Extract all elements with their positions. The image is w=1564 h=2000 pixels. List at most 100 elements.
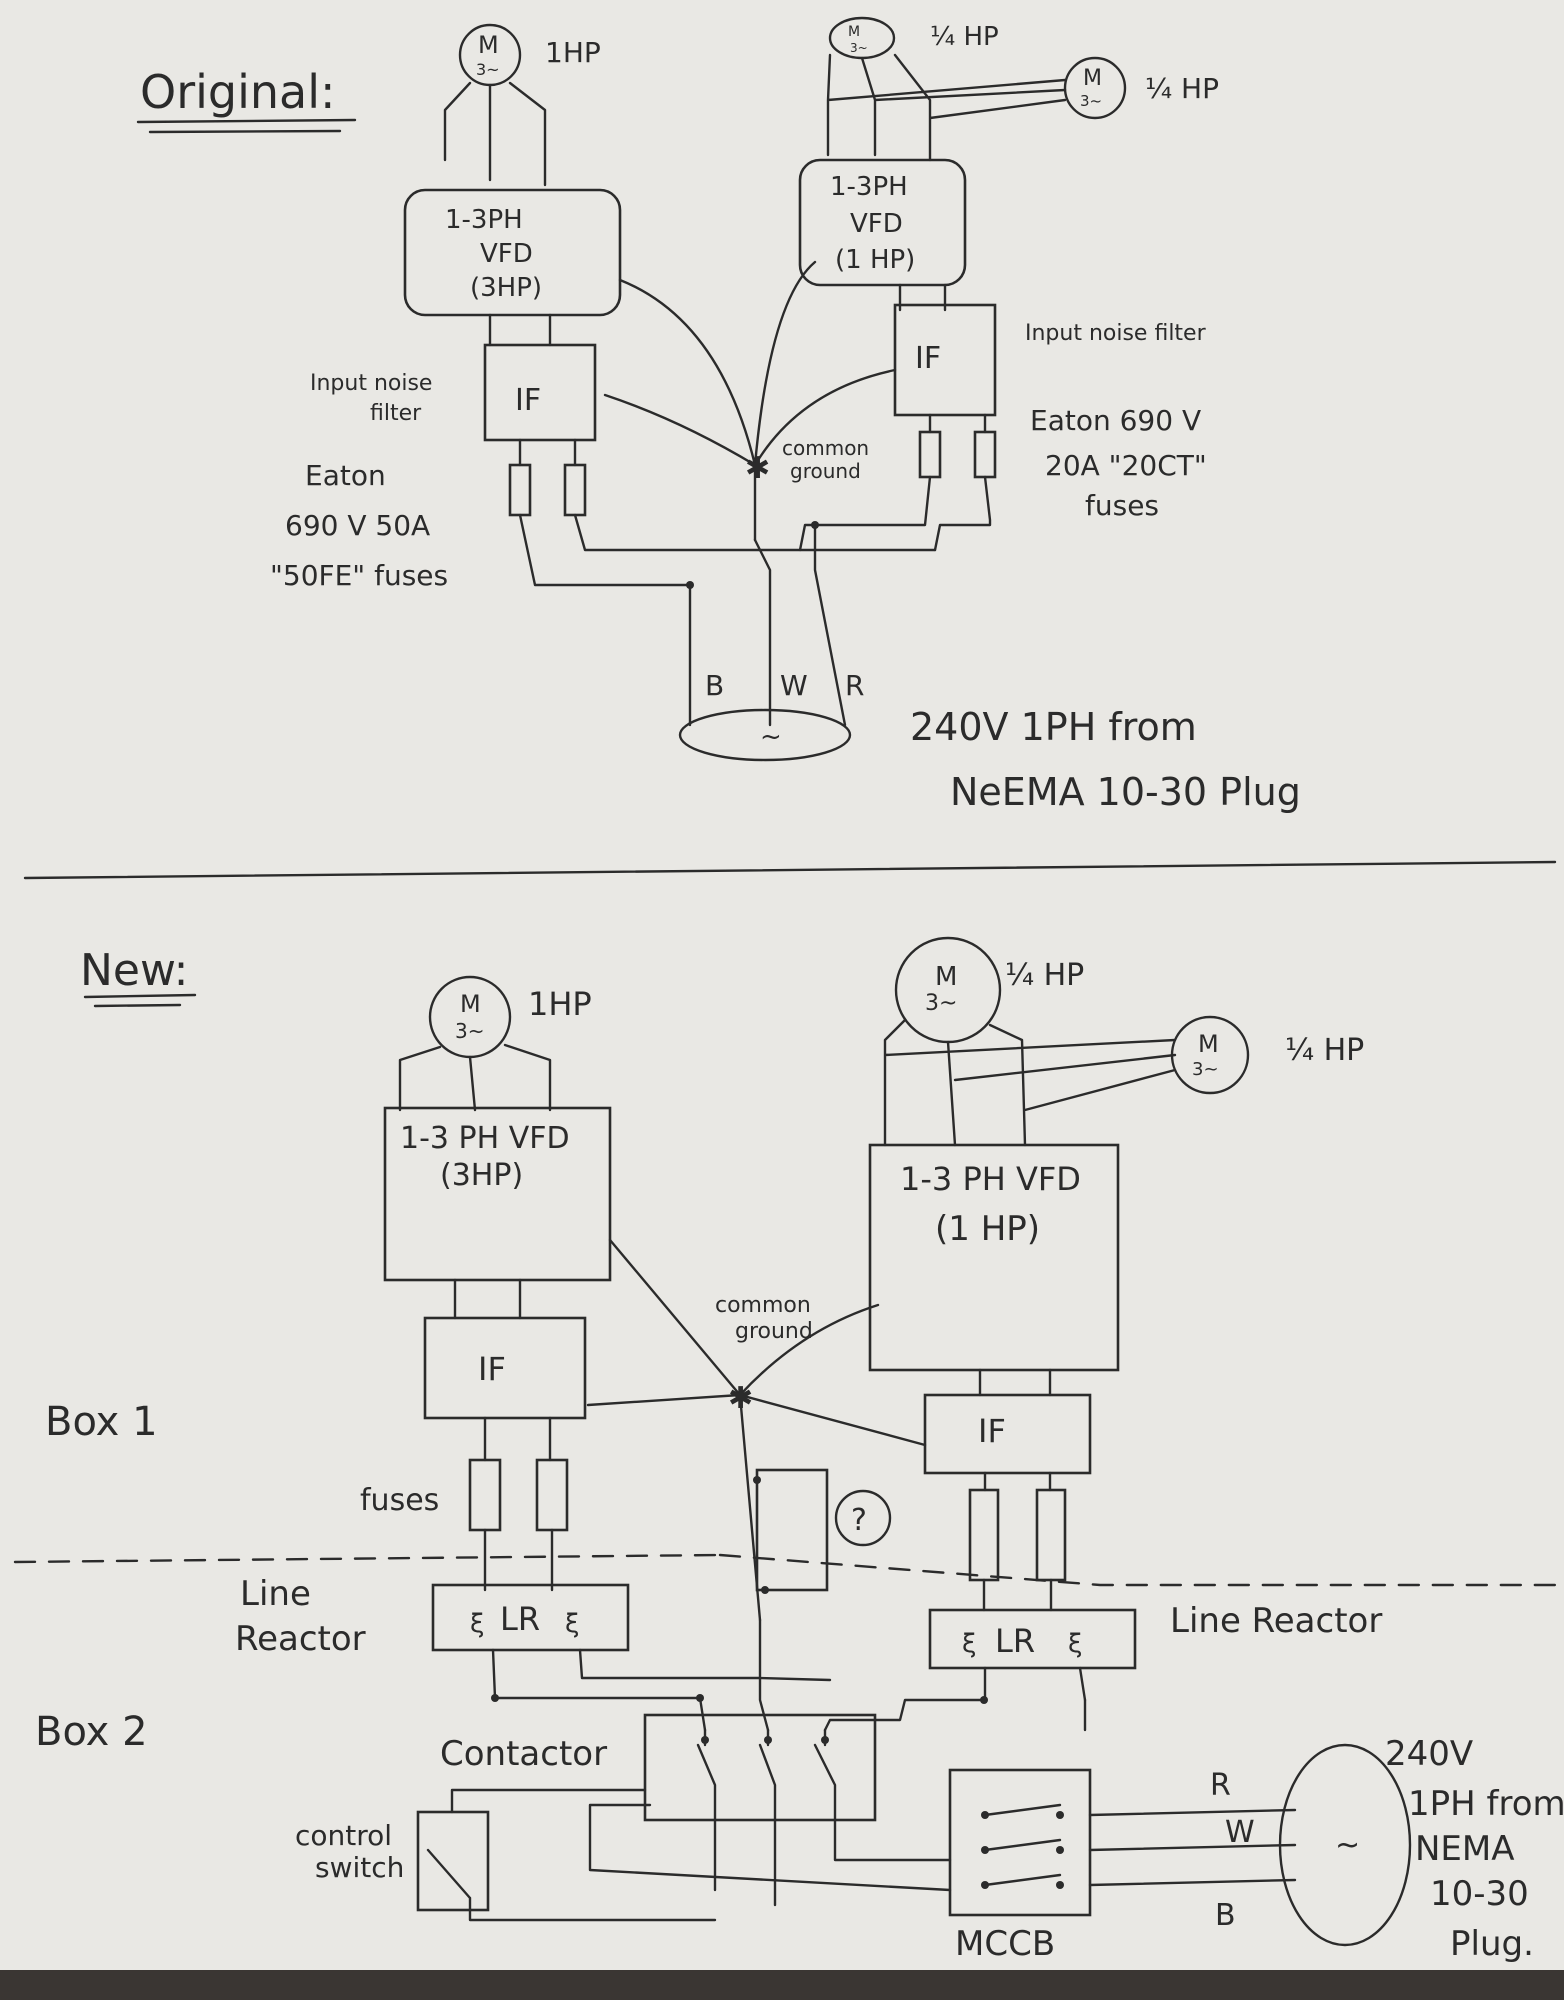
new-line-reactor-right-label: Line Reactor	[1170, 1601, 1382, 1641]
new-mccb-dot-2	[981, 1846, 989, 1854]
new-mccb-dot-1	[981, 1811, 989, 1819]
original-filter-right-label: IF	[915, 341, 941, 376]
new-motor-1hp-label: 1HP	[528, 985, 592, 1023]
new-quarter-motor-leads	[883, 1018, 1177, 1147]
original-vfd-1hp-line2: VFD	[850, 209, 903, 239]
original-left-feed-wires	[518, 513, 937, 587]
original-vfd-3hp-line3: (3HP)	[470, 273, 542, 303]
original-heading: Original:	[140, 65, 336, 119]
new-filter-right-output-leads	[983, 1471, 1052, 1492]
new-control-switch-label-1: control	[295, 1819, 392, 1852]
new-line-reactor-right-out	[983, 1666, 1087, 1732]
svg-text:3~: 3~	[850, 41, 868, 55]
new-bus-junction-2	[696, 1694, 704, 1702]
new-fuse-left-1	[468, 1458, 502, 1532]
original-heading-underline-2	[148, 129, 342, 134]
new-heading-underline-2	[93, 1003, 182, 1008]
svg-text:3~: 3~	[476, 60, 500, 79]
new-line-reactor-right	[928, 1608, 1137, 1670]
new-vfd-1hp-line1: 1-3 PH VFD	[900, 1160, 1081, 1198]
new-control-switch	[416, 1810, 490, 1912]
new-filter-right-label: IF	[978, 1412, 1006, 1450]
original-filter-left-note-1: Input noise	[310, 371, 432, 396]
original-fuse-note-left-3: "50FE" fuses	[270, 559, 448, 592]
new-control-switch-wires	[426, 1788, 952, 1922]
new-vfd-3hp-input-leads	[453, 1278, 522, 1320]
new-filter-left	[423, 1316, 587, 1420]
new-contactor	[643, 1713, 877, 1822]
new-supply-note-5: Plug.	[1450, 1924, 1534, 1964]
original-fuse-left-2	[563, 463, 587, 517]
new-mccb	[948, 1768, 1092, 1917]
original-fuse-note-right-1: Eaton 690 V	[1030, 404, 1201, 437]
new-fuse-left-2	[535, 1458, 569, 1532]
original-vfd-3hp-line1: 1-3PH	[445, 205, 523, 235]
new-filter-left-output-leads	[483, 1416, 552, 1462]
original-common-ground-label-1: common	[782, 436, 869, 460]
new-common-ground-label-2: ground	[735, 1319, 813, 1344]
box2-label: Box 2	[35, 1709, 148, 1755]
original-supply-plug	[678, 708, 852, 762]
original-vfd-1hp-line1: 1-3PH	[830, 172, 908, 202]
new-line-reactor-left-coil-2: ξ	[565, 1609, 580, 1639]
new-supply-note-3: NEMA	[1415, 1829, 1515, 1869]
new-unknown-junction-1	[753, 1476, 761, 1484]
new-line-reactor-left-coil-1: ξ	[470, 1609, 485, 1639]
original-motor-1hp: M 3~	[458, 23, 522, 87]
new-fuses-label: fuses	[360, 1483, 439, 1518]
new-unknown-component	[755, 1468, 829, 1592]
original-fuse-note-left-1: Eaton	[305, 459, 386, 492]
svg-text:M: M	[478, 31, 499, 59]
original-fuse-right-leads	[928, 413, 987, 434]
new-filter-right	[923, 1393, 1092, 1475]
new-fuse-right-out-leads	[982, 1578, 1053, 1612]
original-fuse-note-right-3: fuses	[1085, 489, 1159, 522]
original-wire-r: R	[845, 669, 864, 702]
new-contactor-contact-3	[821, 1736, 829, 1744]
new-heading-underline	[83, 993, 197, 999]
new-motor-quarter-a: M 3~	[894, 936, 1002, 1044]
svg-text:M: M	[1198, 1030, 1219, 1058]
original-common-ground-label-2: ground	[790, 459, 861, 483]
new-fuse-left-out-leads	[483, 1528, 554, 1592]
svg-text:M: M	[848, 24, 860, 40]
original-common-ground-star: ✱	[745, 451, 770, 486]
svg-text:3~: 3~	[455, 1019, 484, 1043]
original-wire-w: W	[780, 669, 808, 702]
new-unknown-junction-2	[761, 1586, 769, 1594]
original-vfd-3hp	[403, 188, 622, 317]
original-wire-b: B	[705, 669, 724, 702]
svg-text:3~: 3~	[925, 991, 957, 1016]
new-mccb-label: MCCB	[955, 1924, 1055, 1964]
svg-text:3~: 3~	[1080, 92, 1102, 110]
new-motor-1hp-leads	[398, 1043, 552, 1112]
original-motor-quarter-b: M 3~	[1063, 56, 1127, 120]
new-wire-b: B	[1215, 1898, 1236, 1933]
original-fuse-note-right-2: 20A "20CT"	[1045, 449, 1207, 482]
original-filter-left-label: IF	[515, 383, 541, 418]
original-motor-quarter-b-label: ¼ HP	[1145, 72, 1219, 105]
new-control-switch-label-2: switch	[315, 1851, 404, 1884]
new-vfd-1hp-input-leads	[978, 1368, 1052, 1397]
new-common-ground-label-1: common	[715, 1293, 811, 1318]
new-fuse-right-1	[968, 1488, 1000, 1582]
new-filter-left-label: IF	[478, 1350, 506, 1388]
new-supply-note-4: 10-30	[1430, 1874, 1529, 1914]
box1-label: Box 1	[45, 1399, 158, 1445]
new-line-reactor-left-out	[491, 1648, 762, 1700]
new-line-reactor-left-core: LR	[500, 1600, 540, 1638]
original-vfd-3hp-input-leads	[488, 313, 552, 347]
new-line-reactor-left	[431, 1583, 630, 1652]
original-fuse-left-1	[508, 463, 532, 517]
new-motor-quarter-a-label: ¼ HP	[1005, 958, 1084, 993]
new-contactor-label: Contactor	[440, 1734, 607, 1774]
new-bus-junction-1	[491, 1694, 499, 1702]
original-fuse-right-1	[918, 430, 942, 479]
svg-text:M: M	[935, 962, 957, 992]
new-line-reactor-left-label: Line	[240, 1574, 311, 1614]
new-line-reactor-left-label-2: Reactor	[235, 1619, 366, 1659]
original-common-ground-wires	[603, 260, 897, 542]
original-heading-underline	[136, 118, 357, 124]
